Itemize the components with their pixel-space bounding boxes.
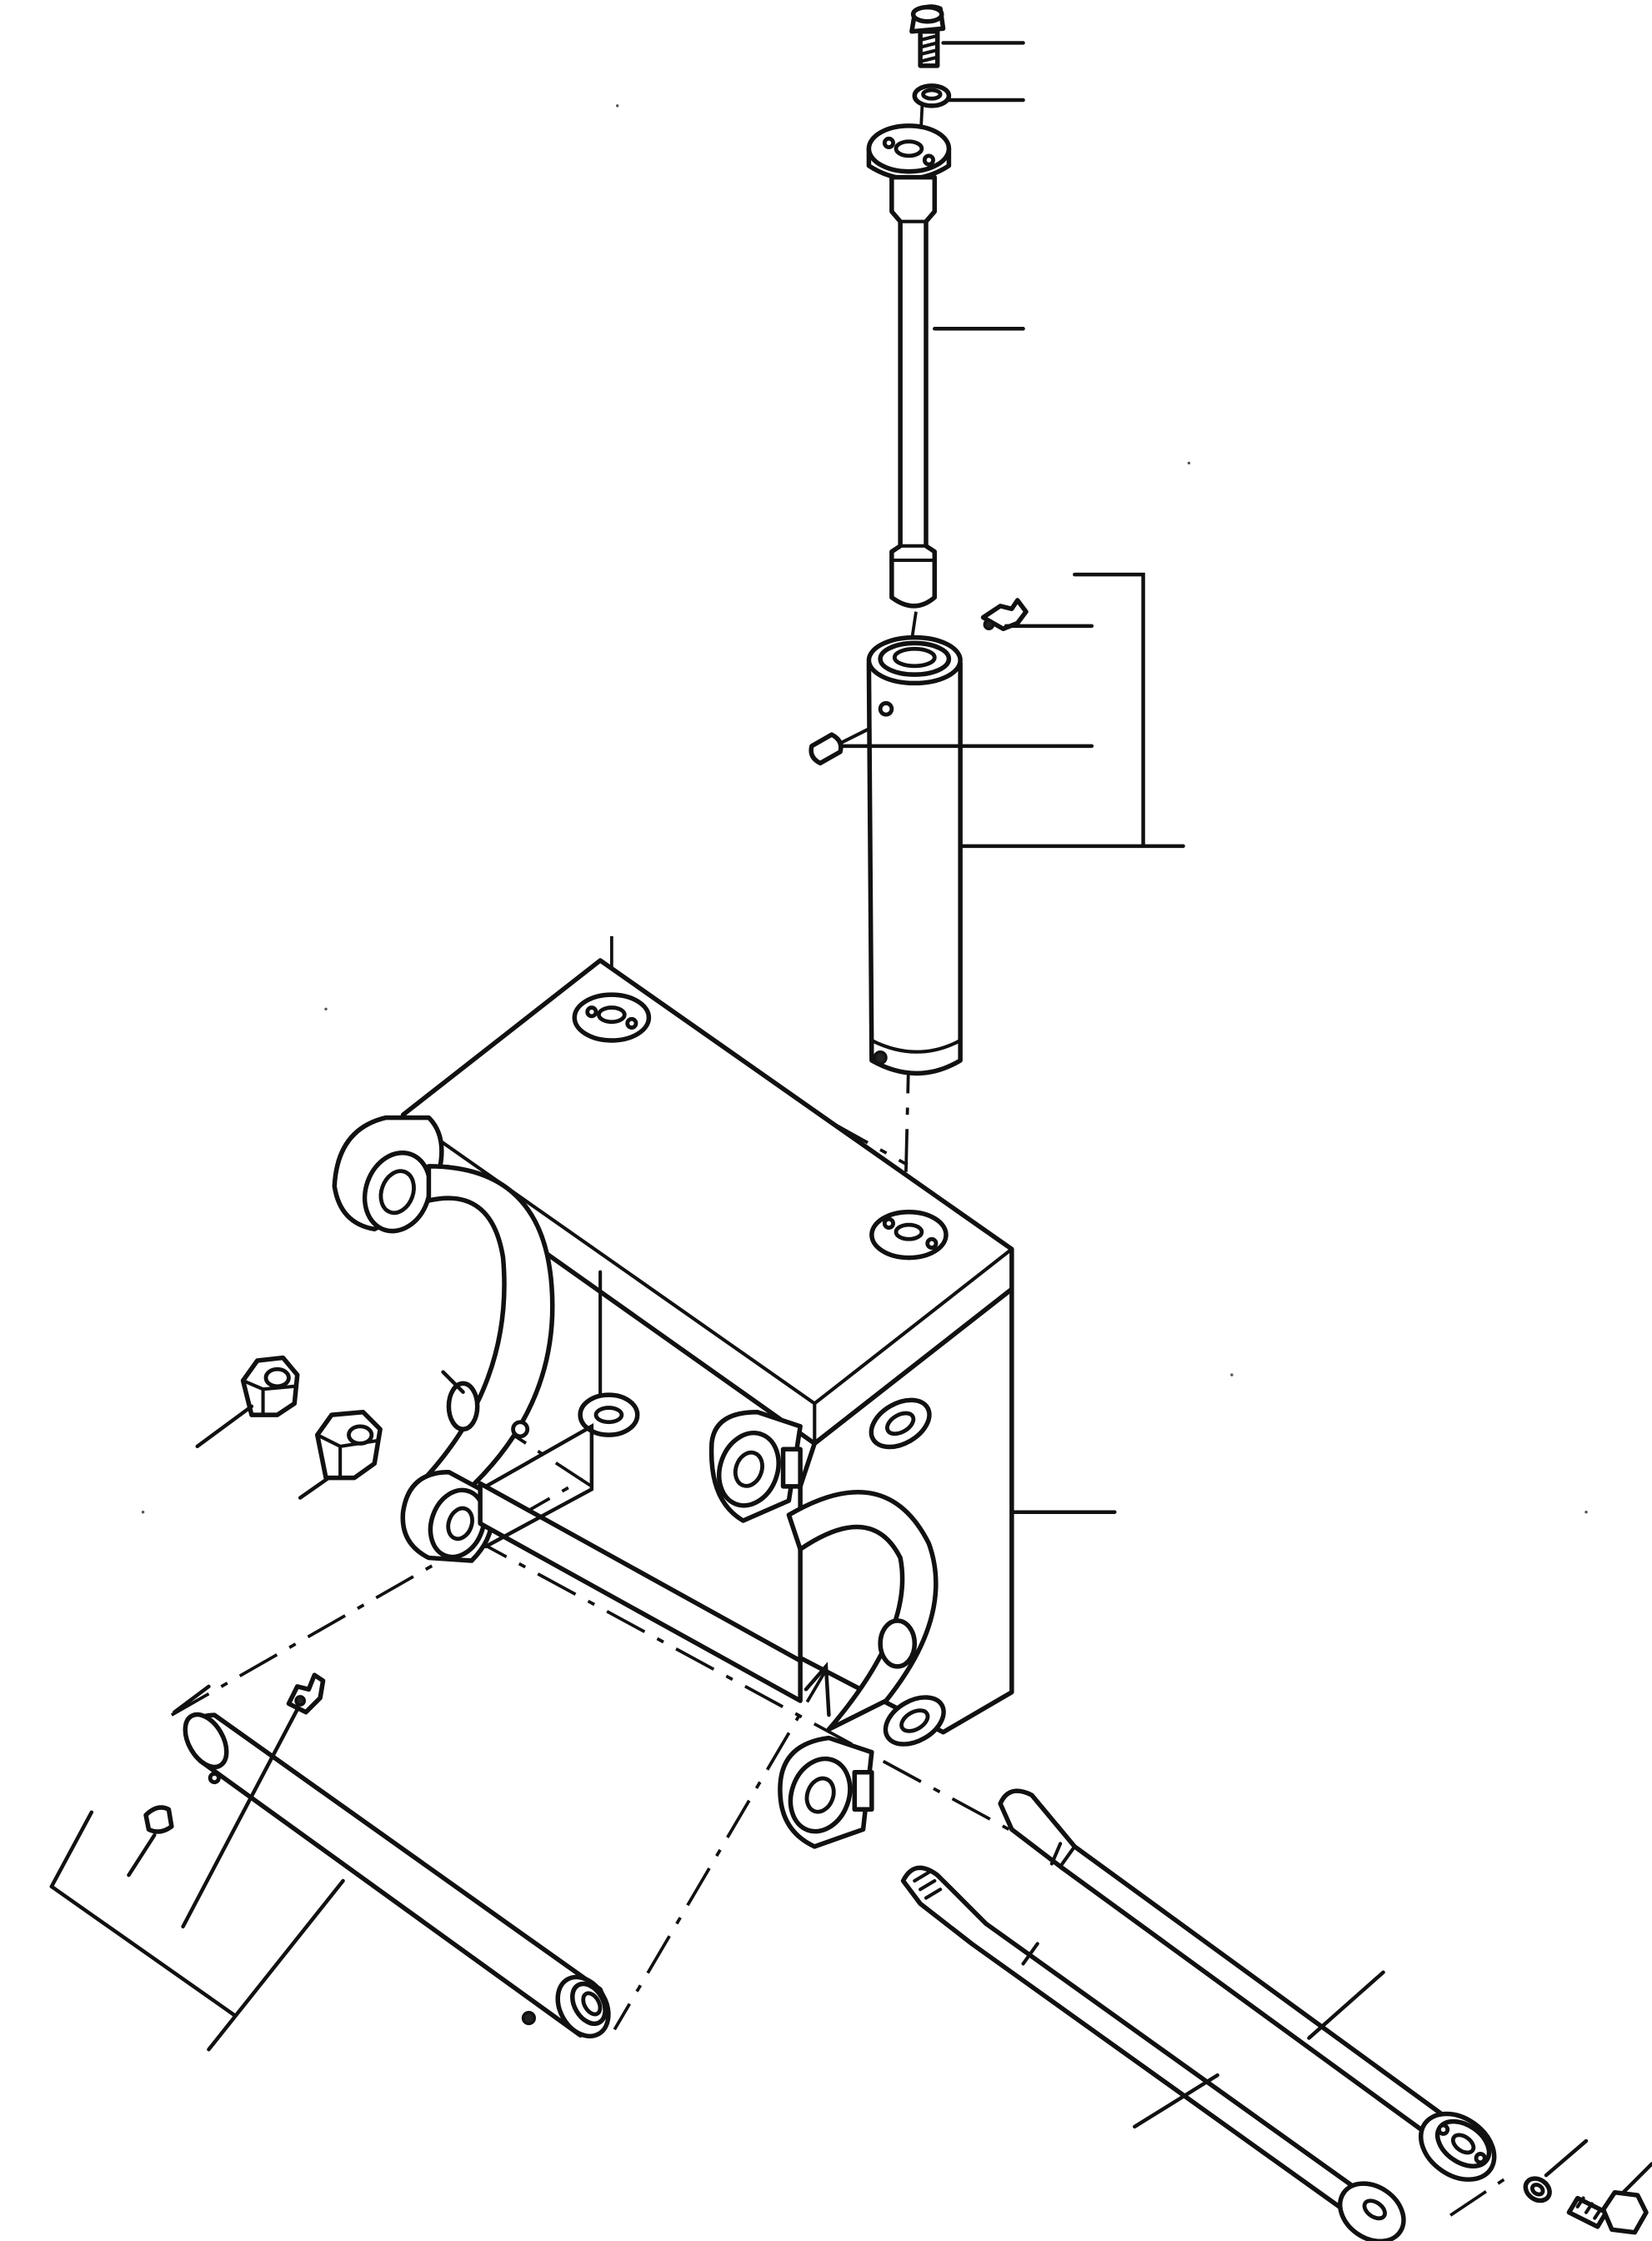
lock-washer-icon [912, 83, 952, 108]
hex-nut-icon [314, 1409, 383, 1481]
nut-2 [314, 1409, 383, 1481]
bushing-lower [183, 1712, 611, 2039]
flanged-pin-icon [866, 123, 952, 609]
grease-fitting-icon [286, 1672, 326, 1715]
dowel-pin-icon [143, 1805, 174, 1834]
bracket [332, 958, 1014, 1849]
grease-fitting-upper [980, 598, 1029, 632]
long-pin-front [900, 1865, 1406, 2241]
hex-bolt-icon [1566, 2189, 1649, 2235]
hex-nut-icon [240, 1355, 300, 1417]
bottom-lock-washer [1523, 2176, 1552, 2203]
leader-lines [49, 41, 1652, 2194]
dowel-lower [143, 1805, 174, 1834]
bushing-sleeve-icon [866, 634, 963, 1076]
flanged-pin-icon [900, 1865, 1406, 2241]
bushing-upper [866, 634, 963, 1076]
bracket-frame-icon [332, 958, 1014, 1849]
vertical-pin [866, 123, 952, 609]
flanged-pin-icon [998, 1788, 1497, 2182]
long-pin-rear [998, 1788, 1497, 2182]
scan-specks [141, 104, 1588, 1514]
top-lock-washer [912, 83, 952, 108]
top-bolt [909, 4, 946, 68]
nut-1 [240, 1355, 300, 1417]
hex-bolt-icon [909, 4, 946, 68]
grease-fitting-icon [980, 598, 1029, 632]
lock-washer-icon [1523, 2176, 1552, 2203]
bushing-sleeve-icon [183, 1712, 611, 2039]
grease-fitting-lower [286, 1672, 326, 1715]
bottom-bolt [1566, 2189, 1649, 2235]
